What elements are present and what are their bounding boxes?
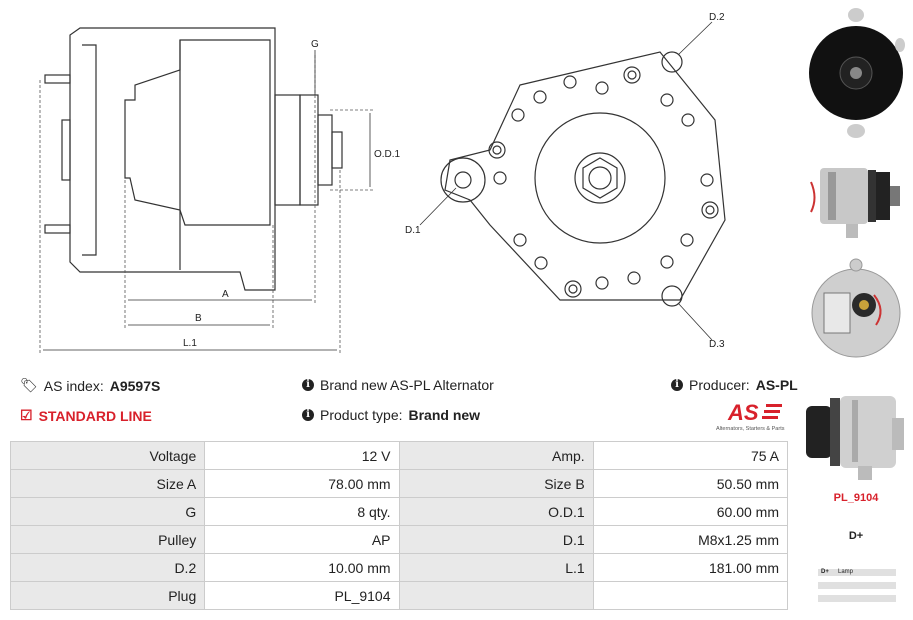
label-d2: D.2 [709, 12, 725, 23]
spec-label: D.2 [9, 553, 206, 582]
spec-label: O.D.1 [398, 497, 594, 526]
spec-label: Voltage [9, 441, 206, 470]
spec-label: Size A [9, 469, 206, 498]
standard-line-badge: ☑ STANDARD LINE [20, 407, 152, 424]
svg-text:AS: AS [727, 400, 759, 425]
plug-terminal: D+ [848, 530, 864, 542]
spec-value: 10.00 mm [204, 553, 400, 582]
spec-label: Amp. [398, 441, 594, 470]
technical-drawing: G O.D.1 A B L.1 D.1 D.2 D.3 [39, 12, 726, 355]
info-icon: i [302, 379, 314, 391]
spec-label: Pulley [9, 525, 206, 554]
spec-value: 50.50 mm [592, 469, 789, 498]
alternator-angle-photo [806, 378, 906, 486]
label-od1: O.D.1 [374, 149, 401, 160]
plug-code: PL_9104 [833, 492, 879, 504]
as-logo-graphic: AS Alternators, Starters & Parts [716, 400, 785, 432]
spec-label: D.1 [398, 525, 594, 554]
spec-value: 78.00 mm [204, 469, 400, 498]
alternator-front-photo [806, 5, 906, 145]
brand-new-text: i Brand new AS-PL Alternator [302, 377, 494, 393]
spec-label: Plug [9, 581, 206, 610]
spec-label: G [9, 497, 206, 526]
as-pl-logo: AS Alternators, Starters & Parts [716, 398, 790, 432]
label-d1: D.1 [405, 225, 421, 236]
as-index: 🏷︎ AS index: A9597S [20, 377, 161, 394]
product-type: i Product type: Brand new [302, 407, 480, 423]
spec-value: AP [204, 525, 400, 554]
spec-label: L.1 [398, 553, 594, 582]
label-g: G [311, 39, 319, 50]
spec-label [398, 581, 594, 610]
pin-row: D+ Lamp [818, 569, 896, 576]
spec-label: Size B [398, 469, 594, 498]
pin-row-empty [818, 582, 896, 589]
spec-value: M8x1.25 mm [592, 525, 789, 554]
spec-value: 181.00 mm [592, 553, 789, 582]
check-square-icon: ☑ [20, 407, 33, 423]
spec-value: 8 qty. [204, 497, 400, 526]
svg-text:Alternators, Starters & Parts: Alternators, Starters & Parts [716, 426, 785, 432]
plug-pin-table: D+ Lamp [818, 569, 896, 608]
tag-icon: 🏷︎ [20, 377, 38, 393]
spec-value: 60.00 mm [592, 497, 789, 526]
pin-row-empty [818, 595, 896, 602]
as-index-value: A9597S [109, 377, 161, 394]
spec-value: PL_9104 [204, 581, 400, 610]
alternator-side-photo [806, 150, 906, 250]
label-l1: L.1 [183, 338, 197, 349]
alternator-rear-photo [806, 255, 906, 375]
producer: i Producer: AS-PL [671, 377, 798, 393]
label-a: A [222, 289, 229, 300]
info-icon: i [671, 379, 683, 391]
spec-value [592, 581, 789, 610]
label-d3: D.3 [709, 339, 725, 350]
spec-value: 12 V [204, 441, 400, 470]
info-icon: i [302, 409, 314, 421]
spec-value: 75 A [592, 441, 789, 470]
label-b: B [195, 313, 202, 324]
